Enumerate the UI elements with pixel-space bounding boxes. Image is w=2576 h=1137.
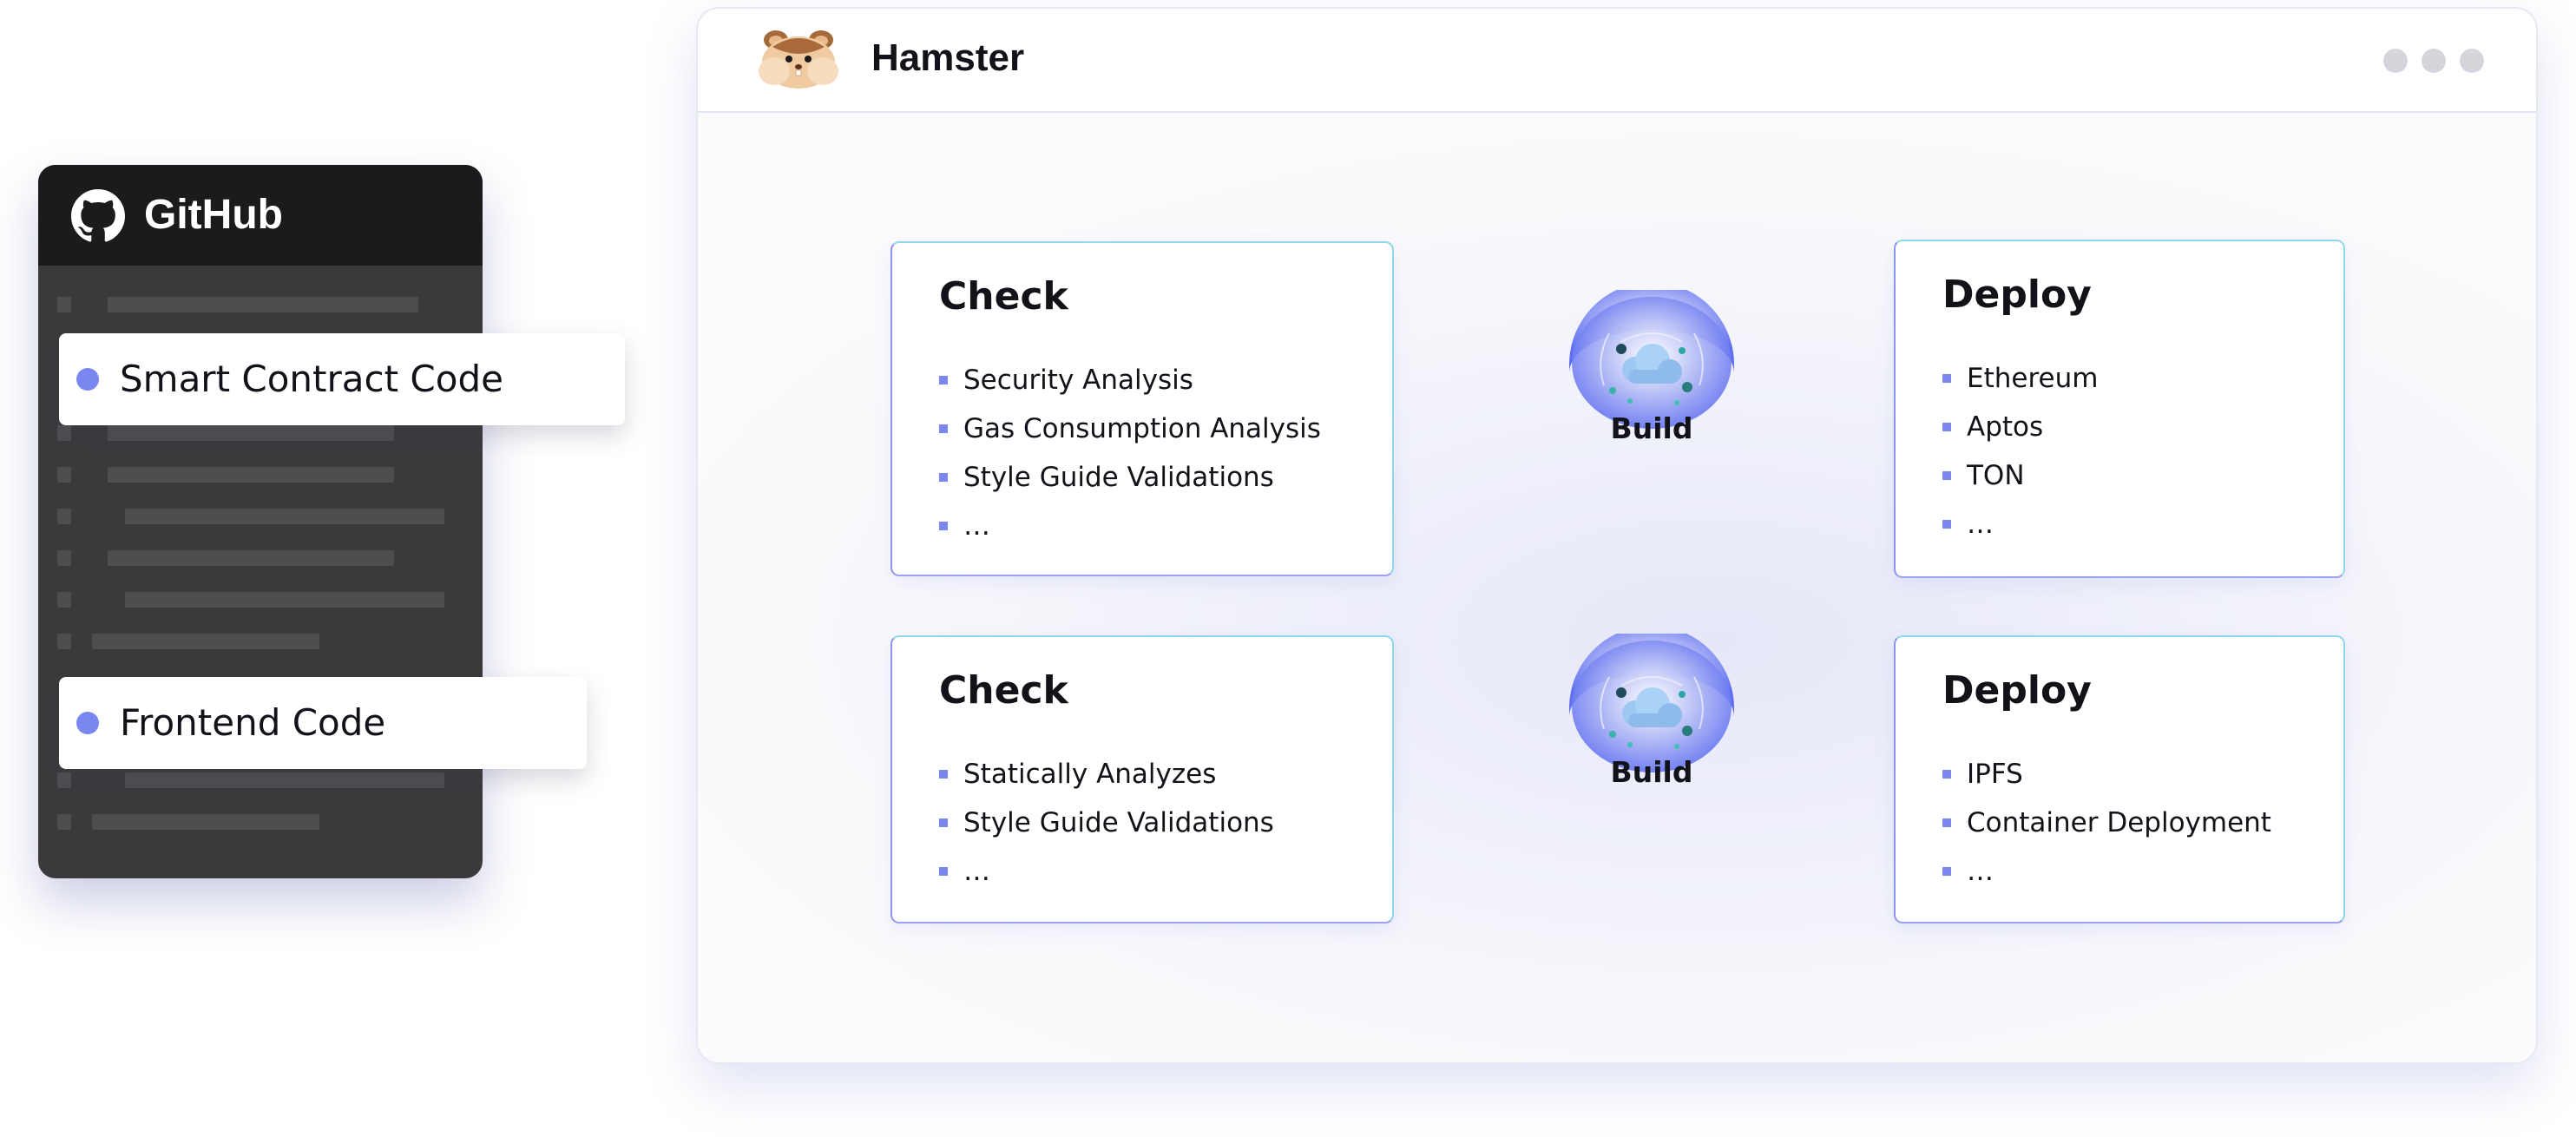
code-line-marker xyxy=(57,297,71,312)
code-line xyxy=(108,467,394,483)
code-line-marker xyxy=(57,592,71,608)
code-line-marker xyxy=(57,509,71,524)
window-dot-3[interactable] xyxy=(2460,49,2484,73)
check-item: Statically Analyzes xyxy=(939,750,1274,799)
code-line xyxy=(92,634,319,649)
github-header: GitHub xyxy=(38,165,483,266)
code-line-marker xyxy=(57,772,71,788)
deploy-item: Ethereum xyxy=(1942,354,2098,403)
check-item: Style Guide Validations xyxy=(939,799,1274,847)
code-line-marker xyxy=(57,634,71,649)
check-list: Statically Analyzes Style Guide Validati… xyxy=(939,750,1274,896)
code-line xyxy=(108,297,418,312)
check-item: … xyxy=(939,847,1274,896)
source-dot xyxy=(76,368,99,391)
check-list: Security Analysis Gas Consumption Analys… xyxy=(939,356,1321,550)
source-label: Smart Contract Code xyxy=(120,358,503,400)
check-card-1[interactable]: Check Security Analysis Gas Consumption … xyxy=(890,241,1394,576)
source-label: Frontend Code xyxy=(120,701,386,744)
check-card-2[interactable]: Check Statically Analyzes Style Guide Va… xyxy=(890,635,1394,923)
check-title: Check xyxy=(939,274,1068,319)
deploy-title: Deploy xyxy=(1942,273,2092,317)
deploy-list: Ethereum Aptos TON … xyxy=(1942,354,2098,549)
deploy-item: TON xyxy=(1942,451,2098,500)
deploy-card-2[interactable]: Deploy IPFS Container Deployment … xyxy=(1894,635,2345,923)
github-icon xyxy=(71,189,125,242)
github-title: GitHub xyxy=(144,192,283,238)
deploy-item: … xyxy=(1942,847,2271,896)
deploy-item: Aptos xyxy=(1942,403,2098,451)
check-title: Check xyxy=(939,668,1068,713)
cloud-icon xyxy=(1569,626,1734,772)
window-dot-1[interactable] xyxy=(2383,49,2408,73)
check-item: … xyxy=(939,502,1321,550)
deploy-item: … xyxy=(1942,500,2098,549)
source-card-frontend[interactable]: Frontend Code xyxy=(59,677,587,769)
deploy-list: IPFS Container Deployment … xyxy=(1942,750,2271,896)
code-line-marker xyxy=(57,814,71,830)
hamster-icon xyxy=(759,30,838,89)
code-line xyxy=(125,509,444,524)
check-item: Gas Consumption Analysis xyxy=(939,404,1321,453)
build-label: Build xyxy=(1610,755,1693,789)
window-dot-2[interactable] xyxy=(2422,49,2446,73)
deploy-item: IPFS xyxy=(1942,750,2271,799)
build-label: Build xyxy=(1610,411,1693,445)
code-line-marker xyxy=(57,467,71,483)
code-line-marker xyxy=(57,425,71,441)
code-line xyxy=(125,592,444,608)
app-title: Hamster xyxy=(871,36,1025,79)
window-controls xyxy=(2383,49,2484,73)
deploy-title: Deploy xyxy=(1942,668,2092,713)
check-item: Security Analysis xyxy=(939,356,1321,404)
code-line-marker xyxy=(57,550,71,566)
build-node-1[interactable]: Build xyxy=(1569,282,1734,463)
deploy-card-1[interactable]: Deploy Ethereum Aptos TON … xyxy=(1894,240,2345,578)
deploy-item: Container Deployment xyxy=(1942,799,2271,847)
window-titlebar: Hamster xyxy=(698,9,2536,113)
code-line xyxy=(125,772,444,788)
code-line xyxy=(92,814,319,830)
build-node-2[interactable]: Build xyxy=(1569,626,1734,807)
cloud-icon xyxy=(1569,282,1734,429)
code-line xyxy=(108,425,394,441)
source-card-smart-contract[interactable]: Smart Contract Code xyxy=(59,333,625,425)
code-line xyxy=(108,550,394,566)
check-item: Style Guide Validations xyxy=(939,453,1321,502)
github-panel: GitHub xyxy=(38,165,483,878)
source-dot xyxy=(76,712,99,734)
